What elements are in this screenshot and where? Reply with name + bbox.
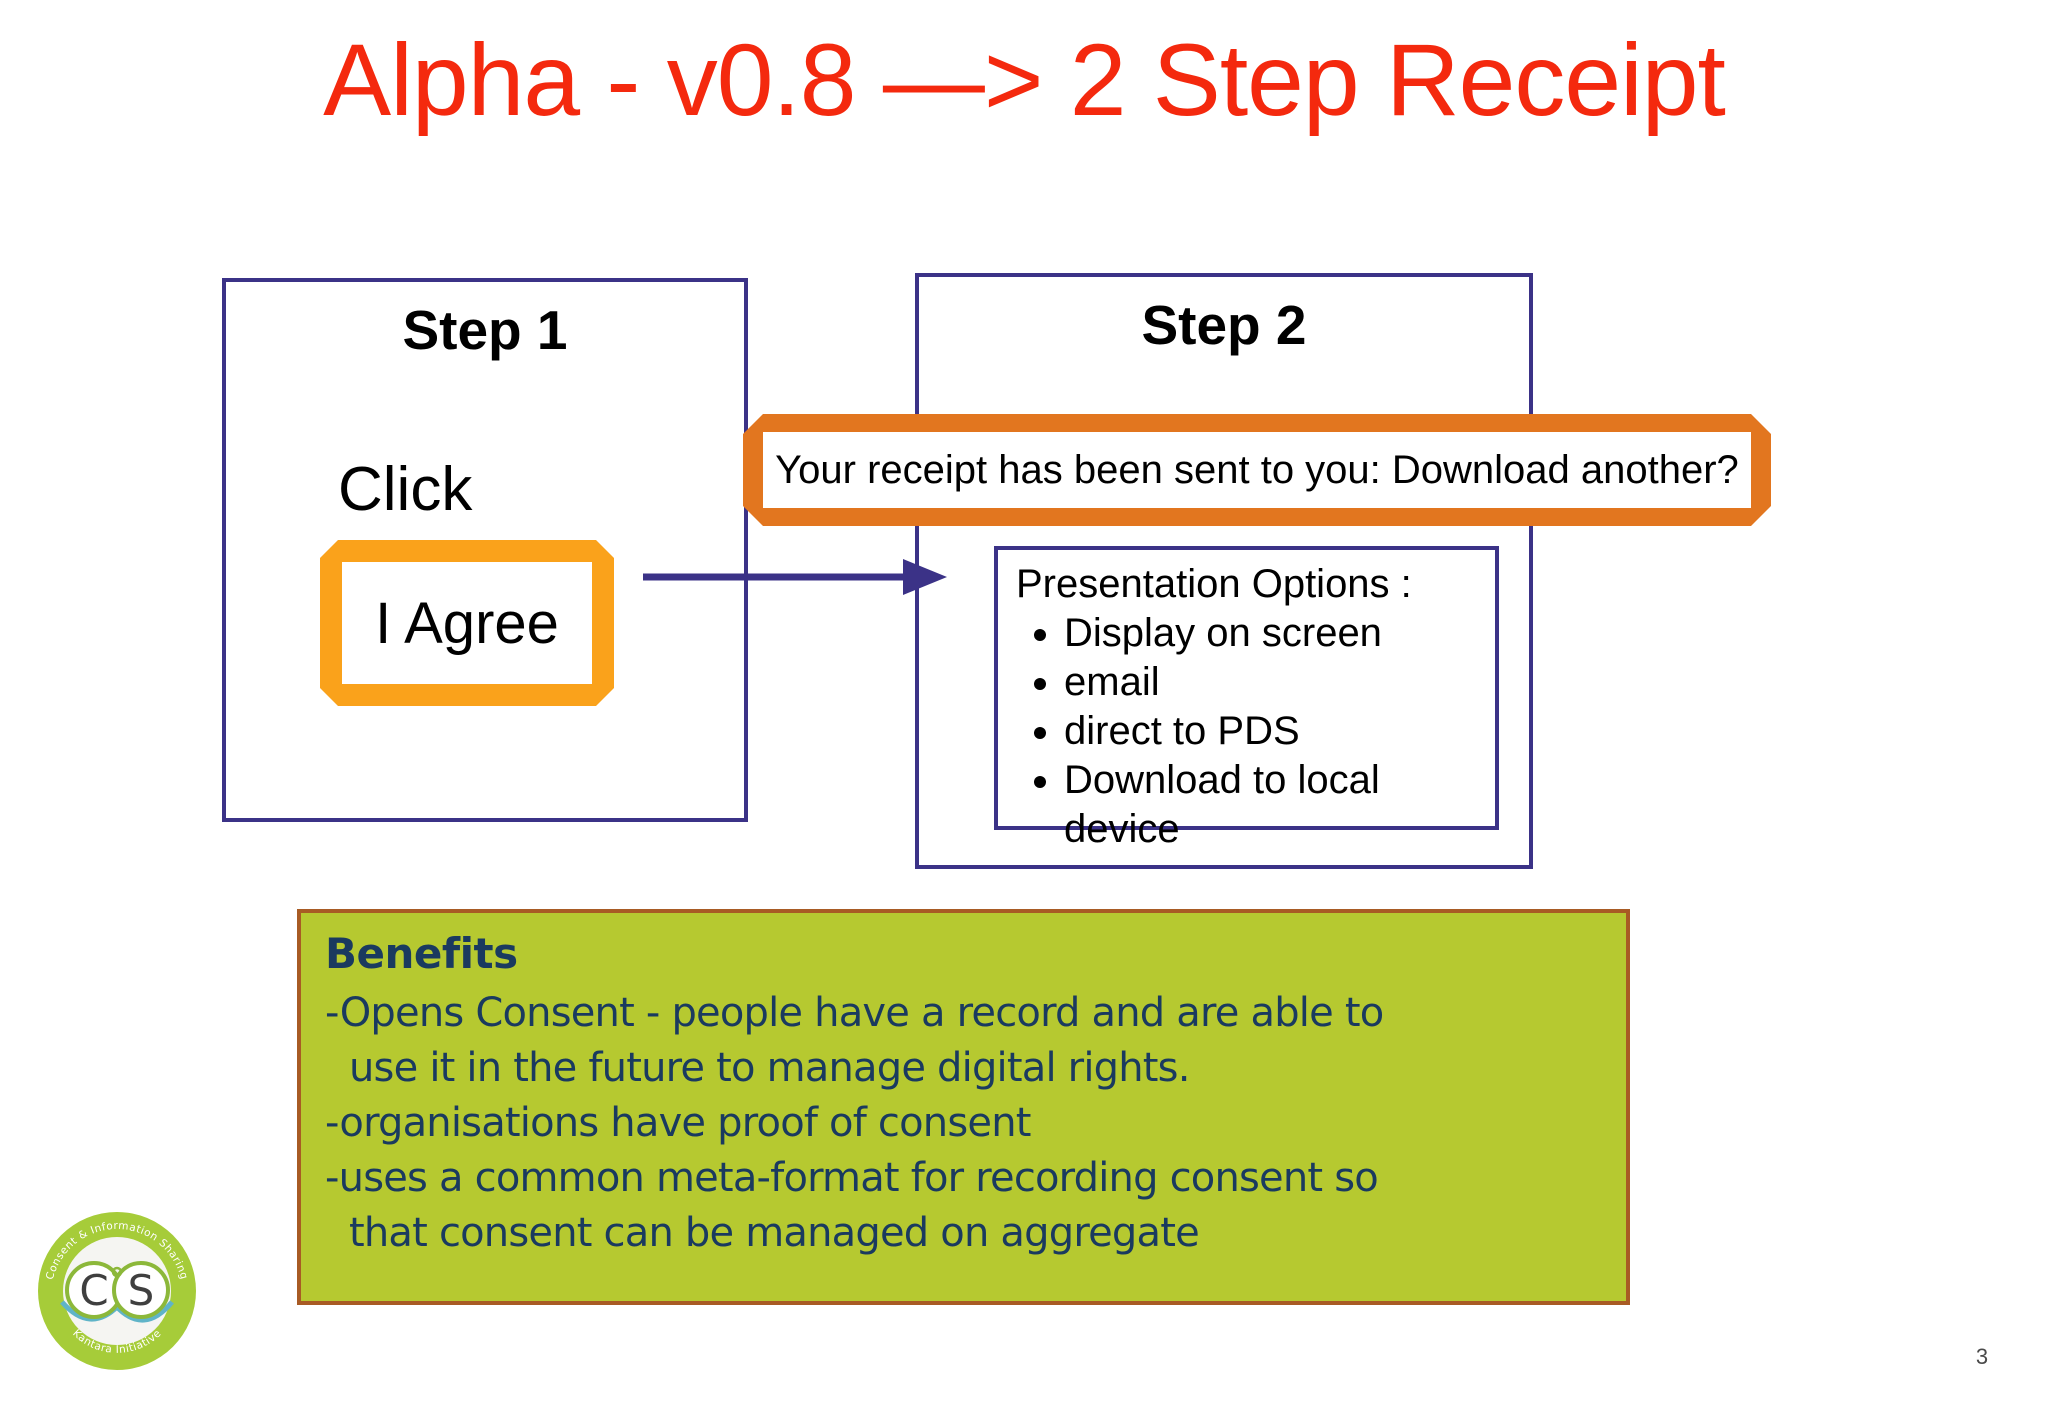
- presentation-options-heading: Presentation Options :: [1016, 562, 1412, 606]
- benefits-heading: Benefits: [325, 929, 518, 978]
- option-direct-to-pds: direct to PDS: [1064, 707, 1495, 756]
- benefit-opens-consent: Opens Consent - people have a record and…: [325, 986, 1602, 1096]
- step1-label: Step 1: [402, 299, 568, 361]
- logo-letter-c: C: [79, 1266, 108, 1315]
- logo-letter-s: S: [128, 1266, 155, 1315]
- receipt-banner: Your receipt has been sent to you: Downl…: [743, 414, 1771, 526]
- option-email: email: [1064, 658, 1495, 707]
- slide-title: Alpha - v0.8 —> 2 Step Receipt: [323, 23, 1726, 137]
- benefit-common-meta-format: uses a common meta-format for recording …: [325, 1151, 1602, 1261]
- presentation-options-box: Presentation Options : Display on screen…: [994, 546, 1499, 851]
- step1-box: Step 1 Click I Agree: [222, 278, 748, 822]
- option-download-local: Download to local device: [1064, 756, 1495, 854]
- arrow-step1-to-step2-icon: [643, 559, 947, 595]
- i-agree-button[interactable]: I Agree: [320, 540, 614, 706]
- receipt-banner-text: Your receipt has been sent to you: Downl…: [763, 432, 1751, 508]
- presentation-options-list: Display on screen email direct to PDS Do…: [1016, 609, 1495, 854]
- option-display-on-screen: Display on screen: [1064, 609, 1495, 658]
- click-label: Click: [338, 455, 473, 524]
- step2-label: Step 2: [1141, 294, 1307, 356]
- benefits-list: Opens Consent - people have a record and…: [325, 986, 1602, 1261]
- kantara-cis-logo-icon: C S Consent & Information Sharing Kantar…: [38, 1212, 196, 1370]
- i-agree-button-label: I Agree: [342, 562, 592, 684]
- benefits-box: Benefits Opens Consent - people have a r…: [297, 909, 1630, 1305]
- benefit-proof-of-consent: organisations have proof of consent: [325, 1096, 1602, 1151]
- page-number: 3: [1975, 1344, 1989, 1369]
